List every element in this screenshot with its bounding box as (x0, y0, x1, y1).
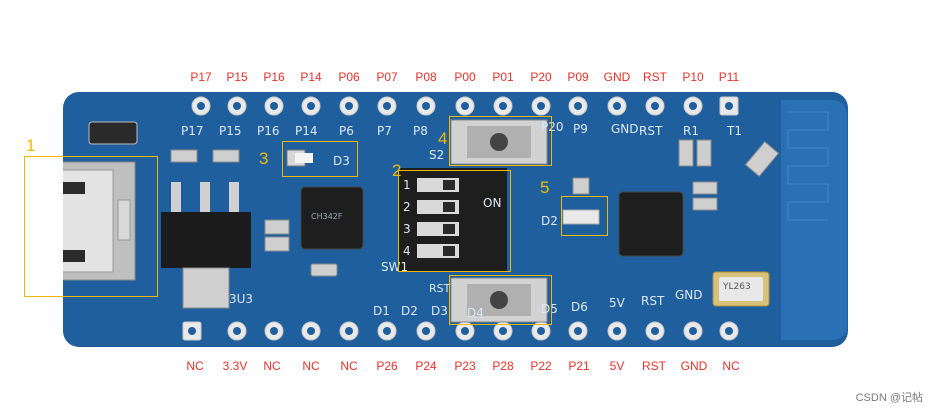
silk-label: GND (611, 122, 639, 136)
silk-label: S2 (429, 148, 445, 162)
top-pin-label: P17 (190, 70, 212, 84)
bottom-pin-label: NC (186, 359, 204, 373)
silk-label: SW1 (381, 260, 409, 274)
top-pin-label: P20 (530, 70, 552, 84)
bottom-pin-label: NC (722, 359, 740, 373)
top-pin-label: P01 (492, 70, 514, 84)
silk-label: P7 (377, 124, 392, 138)
callout-box-dip (398, 170, 511, 272)
top-pin-label: P08 (415, 70, 437, 84)
bottom-pin-label: P23 (454, 359, 476, 373)
callout-box-usb (24, 156, 158, 297)
bottom-pin-label: P21 (568, 359, 590, 373)
callout-box-rst (449, 275, 552, 325)
top-pin-label: RST (643, 70, 667, 84)
silk-label: P9 (573, 122, 588, 136)
silk-label: D3 (431, 304, 448, 318)
silk-label: ON (483, 196, 502, 210)
silk-label: P16 (257, 124, 280, 138)
silk-label: P14 (295, 124, 318, 138)
bottom-pin-label: NC (340, 359, 358, 373)
top-pin-label: GND (603, 70, 631, 84)
silk-label: RST (639, 124, 663, 138)
pcb-board: P17 P15 P16 P14 P6 P7 P8 P20 P9 GND RST … (63, 92, 848, 347)
bottom-pin-label: RST (642, 359, 666, 373)
top-pin-label: P15 (226, 70, 248, 84)
callout-number: 4 (438, 129, 448, 148)
callout-box-led-d2 (561, 196, 608, 236)
silk-label: 5V (609, 296, 625, 310)
bottom-pin-label: NC (302, 359, 320, 373)
silk-label: 1 (403, 178, 411, 192)
bottom-pin-label: NC (263, 359, 281, 373)
callout-number: 3 (259, 149, 269, 168)
bottom-pin-label: 3.3V (222, 359, 248, 373)
silk-label: D2 (401, 304, 418, 318)
callout-number: 1 (26, 136, 36, 155)
silk-label: P8 (413, 124, 428, 138)
top-pin-label: P10 (682, 70, 704, 84)
silk-label: 4 (403, 244, 411, 258)
silk-label: D4 (467, 306, 484, 320)
callout-number: 5 (540, 178, 550, 197)
top-pin-label: P09 (567, 70, 589, 84)
bottom-pin-label: 5V (609, 359, 625, 373)
silk-label: P15 (219, 124, 242, 138)
silk-label: P17 (181, 124, 204, 138)
bottom-pin-label: P24 (415, 359, 437, 373)
top-pin-label: P16 (263, 70, 285, 84)
top-pin-label: P11 (718, 70, 740, 84)
watermark-text: CSDN @记帖 (855, 392, 923, 404)
silk-label: RST (641, 294, 665, 308)
bottom-pin-label: P28 (492, 359, 514, 373)
pcb-artwork (63, 96, 847, 341)
top-pin-label: P06 (338, 70, 360, 84)
top-pin-label: P07 (376, 70, 398, 84)
callout-box-button-s2 (449, 116, 552, 166)
silk-label: P6 (339, 124, 354, 138)
silk-label: 3U3 (229, 292, 254, 306)
silk-label: 3 (403, 222, 411, 236)
bottom-pin-label: P26 (376, 359, 398, 373)
silk-label: T1 (727, 124, 742, 138)
callout-box-led-d3 (282, 141, 358, 177)
top-pin-label: P00 (454, 70, 476, 84)
top-pin-label: P14 (300, 70, 322, 84)
silk-label: P20 (541, 120, 564, 134)
silk-label: D6 (571, 300, 588, 314)
callout-number: 2 (392, 161, 402, 180)
silk-label: D3 (333, 154, 350, 168)
bottom-pin-label: P22 (530, 359, 552, 373)
silk-label: RST (429, 282, 451, 295)
chip-marking: CH342F (311, 212, 343, 221)
silk-label: R1 (683, 124, 699, 138)
crystal-marking: YL263 (723, 282, 751, 292)
silk-label: D2 (541, 214, 558, 228)
silk-label: GND (675, 288, 703, 302)
silk-label: D5 (541, 302, 558, 316)
bottom-pin-label: GND (680, 359, 708, 373)
silk-label: 2 (403, 200, 411, 214)
silk-label: D1 (373, 304, 390, 318)
